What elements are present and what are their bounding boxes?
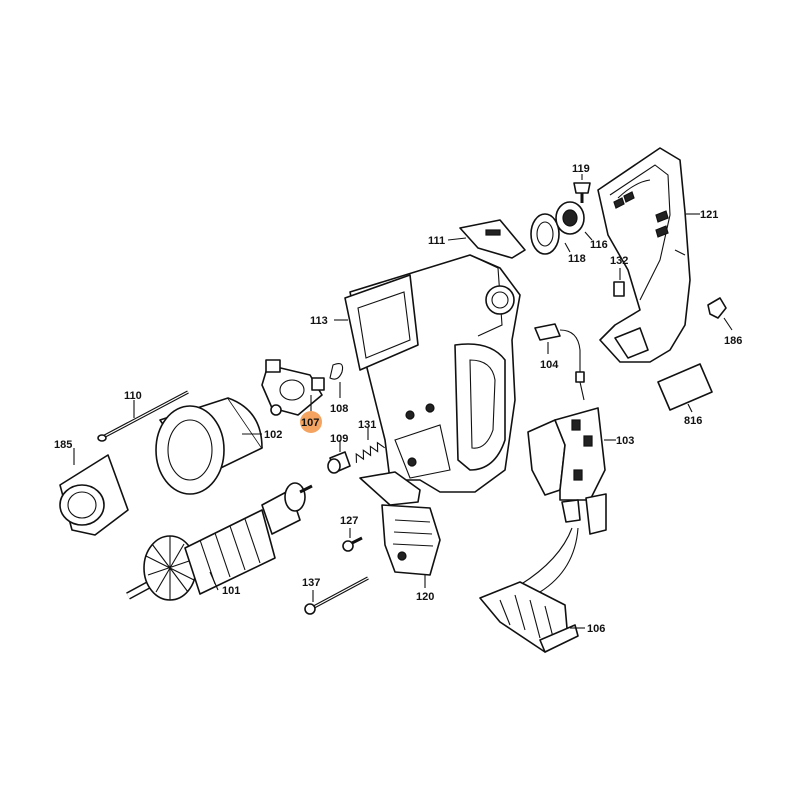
label-121: 121: [700, 209, 718, 221]
highlight-marker-107: [300, 411, 322, 433]
part-103-switch: [527, 407, 616, 535]
part-labels: 110 185 102 101 107 108 109 131 113 111 …: [54, 163, 742, 635]
part-108-clip: [329, 363, 344, 398]
part-111-cover: [447, 219, 526, 259]
label-106: 106: [587, 623, 605, 635]
part-107-brush-holder: [261, 359, 325, 433]
label-131: 131: [358, 419, 376, 431]
label-185: 185: [54, 439, 72, 451]
label-127: 127: [340, 515, 358, 527]
label-110: 110: [124, 390, 142, 402]
label-103: 103: [616, 435, 634, 447]
label-104: 104: [540, 359, 559, 371]
part-109-brush: [327, 440, 351, 474]
label-116: 116: [590, 239, 608, 251]
label-120: 120: [416, 591, 434, 603]
part-127-screw: [342, 528, 363, 552]
label-186: 186: [724, 335, 742, 347]
label-101: 101: [222, 585, 240, 597]
label-132: 132: [610, 255, 628, 267]
part-113-housing: [334, 254, 521, 493]
part-110-screw: [97, 390, 189, 442]
part-186-knob: [707, 297, 733, 331]
part-121-handle: [597, 147, 700, 363]
label-119: 119: [572, 163, 590, 175]
part-132-small-part: [613, 268, 625, 297]
part-816-label: [657, 363, 713, 413]
part-119-screw: [573, 174, 591, 203]
part-104-plug: [534, 323, 585, 401]
part-120-cover-plate: [359, 471, 441, 588]
label-111: 111: [428, 235, 445, 247]
label-109: 109: [330, 433, 348, 445]
part-137-screw: [304, 576, 369, 615]
label-118: 118: [568, 253, 586, 265]
label-816: 816: [684, 415, 702, 427]
part-185-end-cap: [59, 448, 129, 536]
part-106-connector: [479, 527, 585, 653]
label-107: 107: [301, 417, 319, 429]
part-131-spring: [355, 428, 386, 463]
part-116-bearing: [555, 201, 593, 241]
label-108: 108: [330, 403, 348, 415]
part-101-armature: [126, 482, 313, 601]
part-102-stator: [155, 397, 263, 495]
label-137: 137: [302, 577, 320, 589]
part-118-bushing: [530, 213, 571, 255]
label-113: 113: [310, 315, 328, 327]
label-102: 102: [264, 429, 282, 441]
